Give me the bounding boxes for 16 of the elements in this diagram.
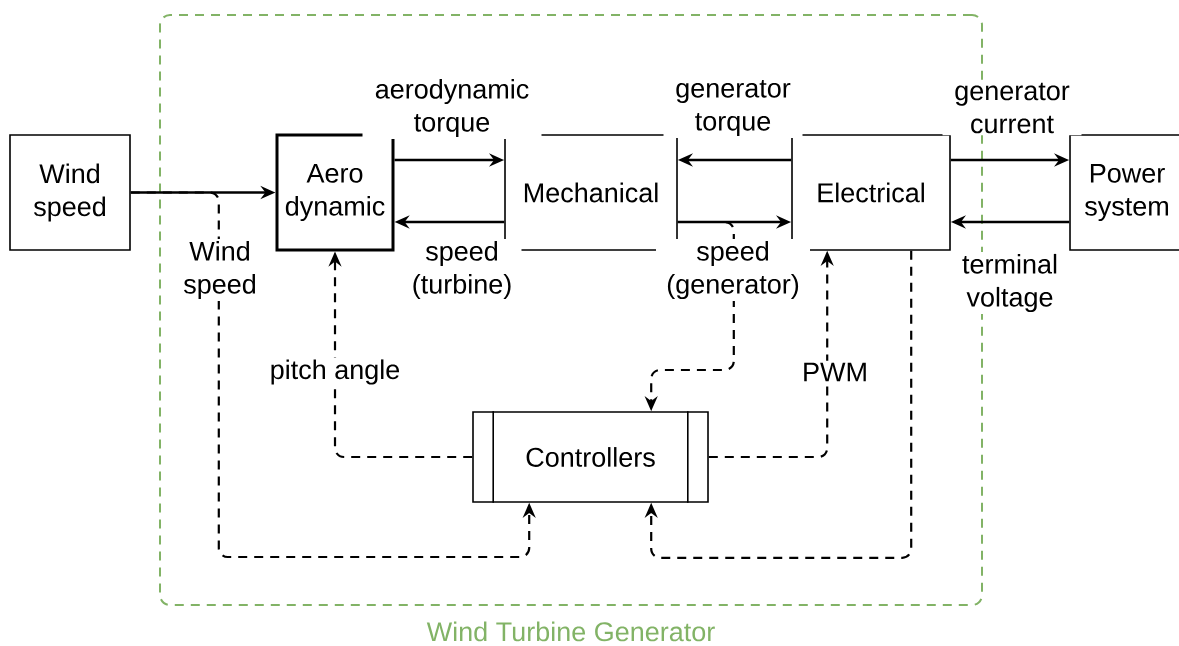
- block-box: Electrical: [791, 134, 951, 251]
- edge-label: aerodynamic torque: [362, 76, 542, 140]
- edge-label: PWM: [800, 360, 870, 384]
- edge-label: pitch angle: [267, 357, 403, 387]
- group-title: Wind Turbine Generator: [426, 621, 715, 642]
- block-box: Power system: [1069, 134, 1179, 251]
- edge-label: terminal voltage: [953, 251, 1067, 315]
- edge-label: generator torque: [663, 77, 803, 139]
- block-box: Wind speed: [9, 134, 131, 251]
- edge-label: speed (generator): [656, 238, 810, 302]
- arrow: [644, 250, 913, 559]
- edge-label: speed (turbine): [402, 238, 522, 302]
- edge-label: Wind speed: [173, 238, 267, 302]
- edge-label: generator current: [942, 80, 1082, 136]
- process-box: Controllers: [472, 410, 709, 504]
- block-box: Aero dynamic: [275, 133, 395, 252]
